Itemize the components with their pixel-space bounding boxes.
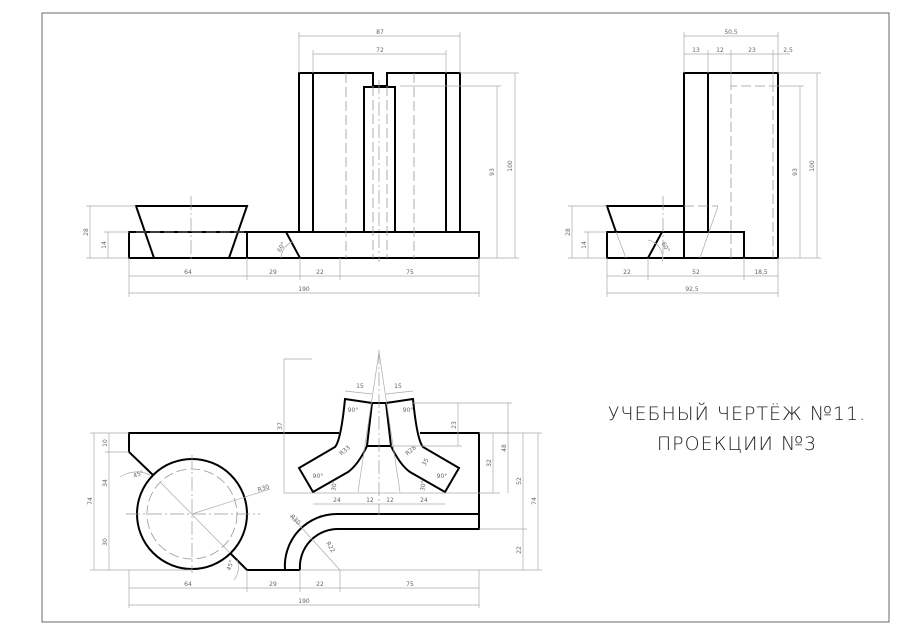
dim-15-left: 15	[356, 383, 364, 390]
dim-93: 93	[489, 168, 496, 176]
dim-r33: R33	[338, 444, 352, 457]
dim-r30-circle: R30	[257, 483, 271, 493]
dim-18-5: 18,5	[754, 269, 768, 276]
dim-angle-45-b: 45°	[225, 559, 235, 571]
dim-190: 190	[298, 286, 310, 293]
dim-r22: R22	[324, 540, 336, 554]
dim-29: 29	[269, 269, 277, 276]
dim-93-side: 93	[792, 168, 799, 176]
dim-64-top: 64	[184, 581, 192, 588]
dim-10: 10	[102, 439, 109, 447]
dim-angle-60: 60°	[276, 241, 287, 254]
dim-34: 34	[102, 479, 109, 487]
dim-30: 30	[102, 538, 109, 546]
dim-28: 28	[83, 228, 90, 236]
dim-87: 87	[376, 29, 384, 36]
dim-15-right: 15	[394, 383, 402, 390]
dim-35: 35	[421, 457, 431, 467]
dim-24-right: 24	[420, 497, 428, 504]
dim-14: 14	[101, 241, 108, 249]
dim-angle-90-b: 90°	[403, 407, 414, 414]
top-view: 15 15 90° 90° 90° 90° 30° 30° R33 R28 35…	[87, 350, 542, 608]
dim-48: 48	[501, 444, 508, 452]
dim-190-top: 190	[298, 598, 310, 605]
dim-22-top: 22	[516, 546, 523, 554]
dim-52-top: 52	[516, 477, 523, 485]
dim-12: 12	[716, 47, 724, 54]
dim-angle-90-c: 90°	[313, 473, 324, 480]
dim-75-top: 75	[406, 581, 414, 588]
dim-32: 32	[486, 459, 493, 467]
title-line-1: УЧЕБНЫЙ ЧЕРТЁЖ №11.	[608, 401, 866, 425]
dim-37: 37	[277, 422, 284, 430]
dim-angle-30-a: 30°	[330, 480, 339, 492]
dim-angle-90-d: 90°	[437, 473, 448, 480]
dim-23: 23	[748, 47, 756, 54]
dim-22: 22	[316, 269, 324, 276]
dim-22-bottom: 22	[316, 581, 324, 588]
sheet-frame	[41, 12, 890, 623]
dim-r30-arc: R30	[288, 513, 301, 526]
dim-75: 75	[406, 269, 414, 276]
dim-angle-45-a: 45°	[132, 469, 144, 479]
dim-64: 64	[184, 269, 192, 276]
dim-100-side: 100	[809, 160, 816, 172]
dim-angle-30-b: 30°	[419, 480, 428, 492]
dim-22-side: 22	[623, 269, 631, 276]
dim-74-right: 74	[531, 497, 538, 505]
dim-12-right: 12	[386, 497, 394, 504]
dim-29-top: 29	[269, 581, 277, 588]
dim-100: 100	[507, 160, 514, 172]
dim-52: 52	[692, 269, 700, 276]
title-line-2: ПРОЕКЦИИ №3	[657, 433, 817, 455]
dim-angle-90-a: 90°	[348, 407, 359, 414]
dim-24-left: 24	[333, 497, 341, 504]
dim-2-5: 2,5	[783, 47, 793, 54]
dim-angle-60-side: 60°	[660, 241, 671, 254]
dim-72: 72	[376, 47, 384, 54]
dim-14-side: 14	[581, 241, 588, 249]
dim-23-top: 23	[451, 421, 458, 429]
dim-28-side: 28	[565, 228, 572, 236]
dim-74-left: 74	[87, 497, 94, 505]
front-view: 87 72 93 100 28 14 60° 64 29 22 75 190	[83, 29, 519, 297]
dim-12-left: 12	[366, 497, 374, 504]
side-view: 50,5 13 12 23 2,5 93 100 28 14 60° 22 52…	[565, 29, 821, 297]
dim-92-5: 92,5	[685, 286, 699, 293]
dim-13: 13	[692, 47, 700, 54]
dim-50-5: 50,5	[724, 29, 738, 36]
